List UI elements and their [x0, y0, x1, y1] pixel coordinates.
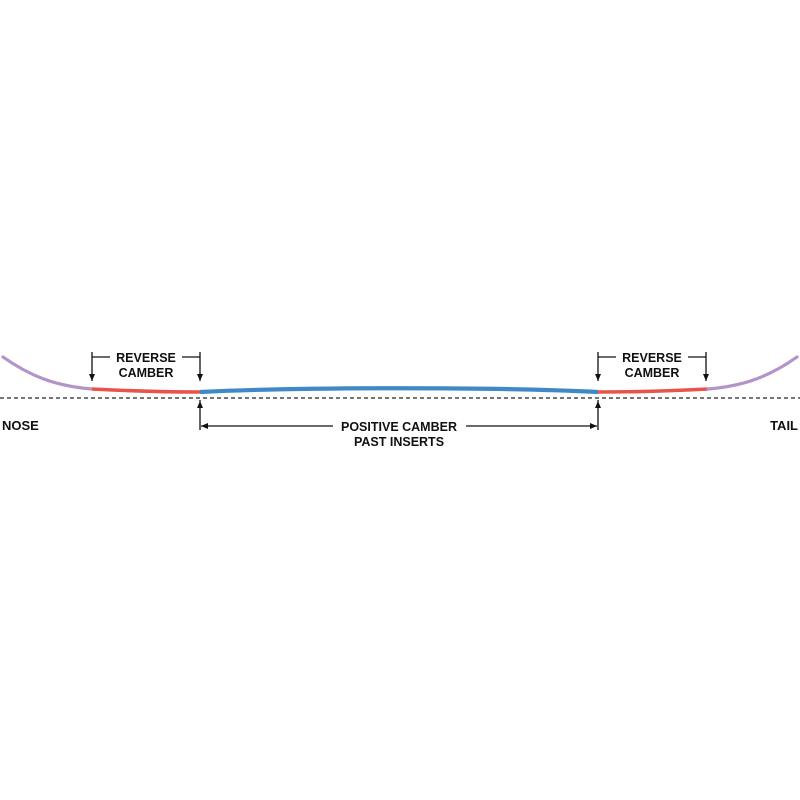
reverse-camber-right-segment — [597, 387, 709, 394]
reverse-camber-right-label-line1: REVERSE — [622, 351, 682, 365]
reverse-camber-left-bracket — [89, 352, 203, 381]
reverse-camber-left-label-line1: REVERSE — [116, 351, 176, 365]
tail-tip-segment — [706, 355, 799, 391]
positive-camber-dimension — [197, 400, 601, 430]
nose-tip-segment — [1, 355, 94, 391]
reverse-camber-right-label-line2: CAMBER — [625, 366, 680, 380]
tail-label: TAIL — [770, 418, 798, 433]
reverse-camber-left-label-line2: CAMBER — [119, 366, 174, 380]
positive-camber-segment — [199, 386, 599, 395]
reverse-camber-left-segment — [91, 387, 201, 394]
reverse-camber-right-bracket — [595, 352, 709, 381]
positive-camber-label-line2: PAST INSERTS — [354, 435, 444, 449]
positive-camber-label-line1: POSITIVE CAMBER — [341, 420, 457, 434]
nose-label: NOSE — [2, 418, 39, 433]
